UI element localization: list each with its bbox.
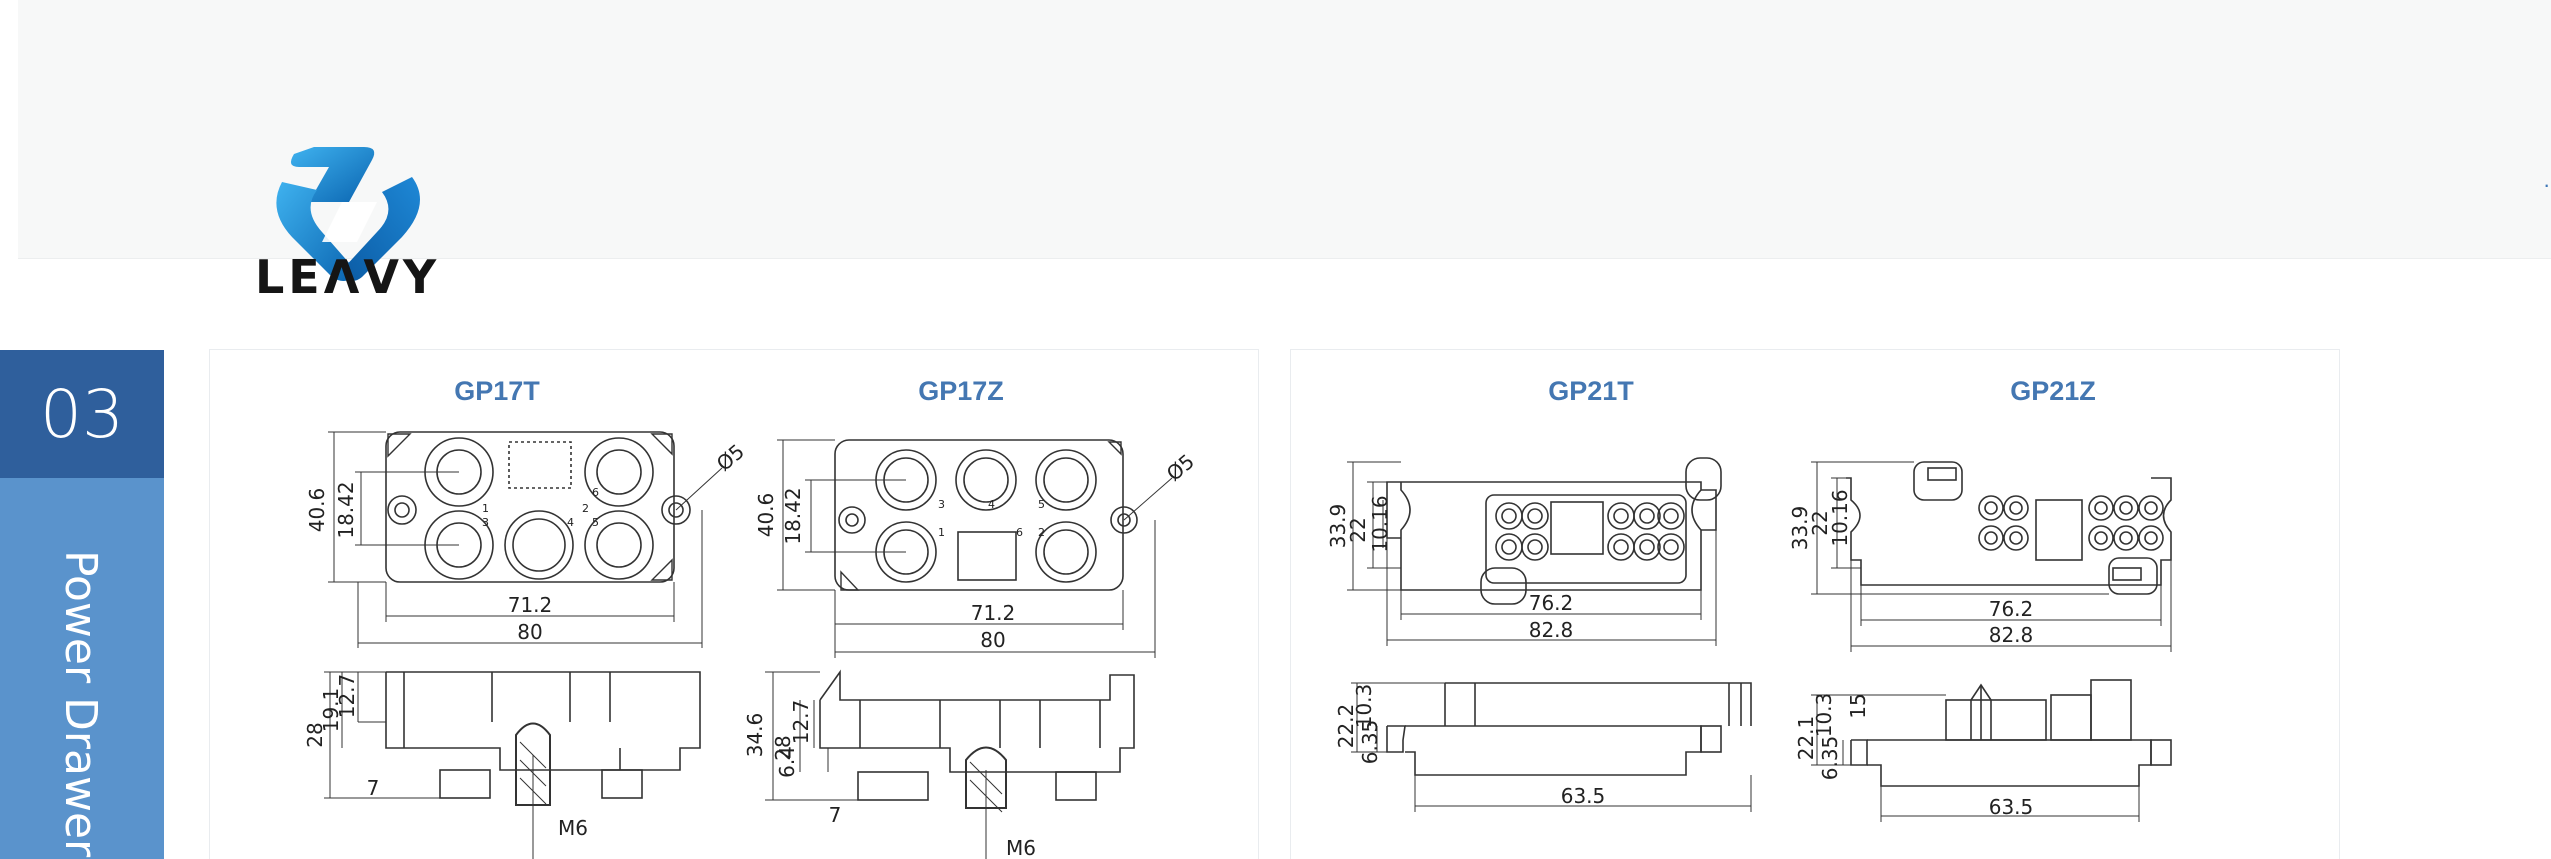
gp17z-pin-label: 4 xyxy=(988,498,995,511)
gp17t-pin-label: 3 xyxy=(482,516,489,529)
gp17t-pin-label: 2 xyxy=(582,502,589,515)
gp17z-dim-pitch: 18.42 xyxy=(781,487,805,544)
gp17-drawings: 40.6 18.42 71.2 80 Ø5 1 2 3 4 5 6 28 19.… xyxy=(303,431,1199,859)
gp21t-front-view xyxy=(1347,457,1722,646)
model-title-gp21t: GP21T xyxy=(1548,376,1634,406)
model-title-gp17t: GP17T xyxy=(454,376,540,406)
gp21z-dim-b: 10.16 xyxy=(1828,489,1852,546)
gp17z-pin-label: 5 xyxy=(1038,498,1045,511)
gp21-drawings: 33.9 22 10.16 76.2 82.8 22.2 10.3 6.35 6… xyxy=(1326,457,2172,822)
gp17t-pin-label: 5 xyxy=(592,516,599,529)
gp21z-dim-inner-width: 76.2 xyxy=(1989,597,2034,621)
gp17t-side-dim-c: 7 xyxy=(367,776,380,800)
section-title-tab: Power Drawer : xyxy=(0,478,164,859)
gp17t-side-thread: M6 xyxy=(558,816,588,840)
gp21z-side-dim-a: 22.1 xyxy=(1794,716,1818,761)
gp21t-dim-height: 33.9 xyxy=(1326,504,1350,549)
gp17z-side-total-height: 34.6 xyxy=(743,713,767,758)
gp21t-side-view xyxy=(1351,682,1752,812)
gp17t-dim-hole: Ø5 xyxy=(712,439,749,476)
gp17z-side-dim-d: 7 xyxy=(829,803,842,827)
gp17z-side-thread: M6 xyxy=(1006,836,1036,859)
gp17t-dim-inner-width: 71.2 xyxy=(508,593,553,617)
gp17t-pin-label: 4 xyxy=(567,516,574,529)
gp17t-side-total-height: 28 xyxy=(303,722,327,747)
gp17z-dim-hole: Ø5 xyxy=(1162,449,1199,486)
gp17z-pin-label: 2 xyxy=(1038,526,1045,539)
gp17z-side-dim-b: 12.7 xyxy=(789,700,813,745)
header-divider xyxy=(18,258,2551,259)
gp21t-side-dim-c: 6.35 xyxy=(1358,720,1382,765)
model-title-gp21z: GP21Z xyxy=(2010,376,2096,406)
gp21t-side-length: 63.5 xyxy=(1561,784,1606,808)
gp17t-side-view xyxy=(324,671,701,859)
gp21z-front-view xyxy=(1811,461,2172,652)
gp17z-dim-inner-width: 71.2 xyxy=(971,601,1016,625)
gp17z-side-view xyxy=(765,669,1135,859)
gp17z-pin-label: 6 xyxy=(1016,526,1023,539)
gp17t-dim-width: 80 xyxy=(517,620,542,644)
gp21z-side-dim-d: 6.35 xyxy=(1818,736,1842,781)
gp21z-dim-width: 82.8 xyxy=(1989,623,2034,647)
model-title-gp17z: GP17Z xyxy=(918,376,1004,406)
section-title: Power Drawer : xyxy=(55,550,106,859)
gp21z-side-dim-b: 10.3 xyxy=(1812,693,1836,738)
gp21z-side-view xyxy=(1811,679,2172,822)
gp17z-front-view xyxy=(777,439,1173,658)
gp17z-dim-height: 40.6 xyxy=(754,493,778,538)
panel-gp17: GP17T GP17Z xyxy=(210,350,1258,859)
gp17z-dim-width: 80 xyxy=(980,628,1005,652)
gp21t-dim-b: 10.16 xyxy=(1368,495,1392,552)
header-band xyxy=(18,0,2551,258)
gp17t-front-view xyxy=(328,431,723,648)
brand-logo-icon xyxy=(276,147,420,281)
gp17t-pin-label: 1 xyxy=(482,502,489,515)
gp21z-dim-height: 33.9 xyxy=(1788,506,1812,551)
gp21t-dim-width: 82.8 xyxy=(1529,618,1574,642)
gp17t-dim-height: 40.6 xyxy=(305,488,329,533)
gp21z-dim-a: 22 xyxy=(1808,510,1832,535)
edge-marker: · xyxy=(2543,172,2551,197)
gp21z-side-length: 63.5 xyxy=(1989,795,2034,819)
gp17t-side-dim-a: 19.1 xyxy=(319,688,343,733)
gp21t-dim-a: 22 xyxy=(1346,517,1370,542)
gp17z-side-dim-a: 28 xyxy=(771,735,795,760)
gp17z-pin-label: 1 xyxy=(938,526,945,539)
gp21t-dim-inner-width: 76.2 xyxy=(1529,591,1574,615)
gp17t-pin-label: 6 xyxy=(592,486,599,499)
section-number: 03 xyxy=(0,350,164,478)
gp21t-side-dim-a: 22.2 xyxy=(1334,704,1358,749)
gp17t-side-dim-b: 12.7 xyxy=(335,674,359,719)
gp17z-side-dim-c: 6.4 xyxy=(775,746,799,778)
gp21t-side-dim-b: 10.3 xyxy=(1352,684,1376,729)
panel-gp21: GP21T GP21Z xyxy=(1291,350,2339,859)
gp21z-side-dim-c: 15 xyxy=(1846,693,1870,718)
brand-logo-text: LEΛVY xyxy=(255,250,441,304)
gp17z-pin-label: 3 xyxy=(938,498,945,511)
gp17t-dim-pitch: 18.42 xyxy=(334,481,358,538)
